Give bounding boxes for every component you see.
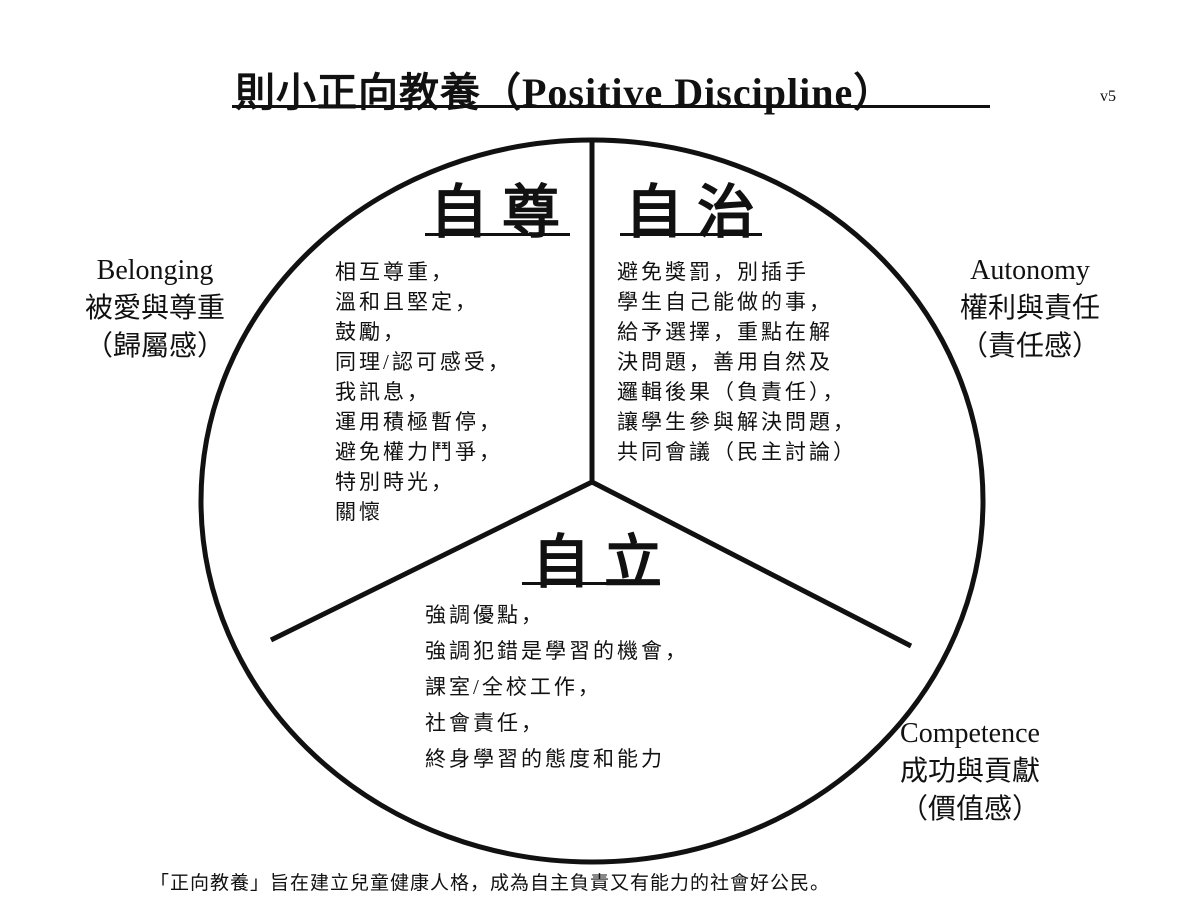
side-label-zh: 權利與責任 [959, 293, 1100, 324]
list-item: 終身學習的態度和能力 [425, 747, 665, 771]
self-esteem-list: 相互尊重， 溫和且堅定， 鼓勵， 同理/認可感受， 我訊息， 運用積極暫停， 避… [335, 257, 512, 527]
side-label-en: Belonging [96, 255, 214, 286]
list-item: 溫和且堅定， [335, 290, 479, 314]
side-label-note: （責任感） [959, 331, 1100, 362]
side-label-autonomy: Autonomy 權利與責任 （責任感） [930, 252, 1130, 366]
side-label-zh: 成功與貢獻 [899, 756, 1040, 787]
divider-right [590, 479, 913, 649]
heading-autonomy: 自治 [625, 180, 770, 245]
divider-left [269, 479, 594, 643]
side-label-en: Autonomy [970, 255, 1090, 286]
list-item: 社會責任， [425, 711, 545, 735]
autonomy-list: 避免獎罰，別插手 學生自己能做的事， 給予選擇，重點在解 決問題，善用自然及 邏… [617, 257, 857, 467]
list-item: 同理/認可感受， [335, 350, 512, 374]
list-item: 給予選擇，重點在解 [617, 320, 833, 344]
list-item: 強調犯錯是學習的機會， [425, 639, 689, 663]
side-label-en: Competence [900, 718, 1040, 749]
list-item: 相互尊重， [335, 260, 455, 284]
list-item: 特別時光， [335, 470, 455, 494]
heading-self-esteem: 自尊 [430, 180, 575, 245]
list-item: 課室/全校工作， [425, 675, 602, 699]
side-label-note: （價值感） [899, 794, 1040, 825]
list-item: 讓學生參與解決問題， [617, 410, 857, 434]
list-item: 邏輯後果（負責任）， [617, 380, 847, 404]
heading-underline [620, 233, 762, 236]
list-item: 避免獎罰，別插手 [617, 260, 809, 284]
heading-underline [522, 582, 660, 585]
independence-list: 強調優點， 強調犯錯是學習的機會， 課室/全校工作， 社會責任， 終身學習的態度… [425, 597, 689, 777]
heading-independence: 自立 [532, 530, 677, 595]
page-title: 則小正向教養（Positive Discipline） [235, 70, 895, 115]
side-label-note: （歸屬感） [84, 331, 225, 362]
list-item: 我訊息， [335, 380, 431, 404]
list-item: 避免權力鬥爭， [335, 440, 503, 464]
list-item: 強調優點， [425, 603, 545, 627]
heading-underline [425, 233, 570, 236]
side-label-zh: 被愛與尊重 [84, 293, 225, 324]
title-underline [232, 105, 990, 108]
list-item: 鼓勵， [335, 320, 407, 344]
list-item: 學生自己能做的事， [617, 290, 833, 314]
version-label: v5 [1100, 88, 1116, 105]
circle-outline [198, 137, 986, 865]
footer-note: 「正向教養」旨在建立兒童健康人格，成為自主負責又有能力的社會好公民。 [150, 873, 831, 894]
side-label-belonging: Belonging 被愛與尊重 （歸屬感） [55, 252, 255, 366]
list-item: 關懷 [335, 500, 383, 524]
list-item: 決問題，善用自然及 [617, 350, 833, 374]
list-item: 運用積極暫停， [335, 410, 503, 434]
side-label-competence: Competence 成功與貢獻 （價值感） [870, 715, 1070, 829]
list-item: 共同會議（民主討論） [617, 440, 857, 464]
